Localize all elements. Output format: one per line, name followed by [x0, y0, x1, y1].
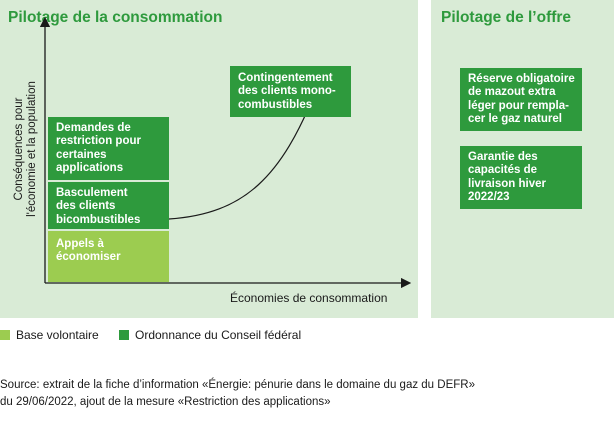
box-appels: Appels à économiser	[48, 231, 169, 282]
offre-title: Pilotage de l’offre	[441, 9, 572, 26]
consommation-title: Pilotage de la consommation	[8, 9, 223, 26]
source-note: Source: extrait de la fiche d’informatio…	[0, 379, 475, 408]
y-axis-label: Conséquences pour l'économie et la popul…	[13, 81, 38, 217]
x-axis-label: Économies de consommation	[230, 291, 388, 305]
legend-volontaire: Base volontaire	[0, 328, 99, 342]
box-reserve: Réserve obligatoire de mazout extra lége…	[460, 68, 582, 131]
diagram-axes	[39, 16, 412, 289]
legend-swatch-volontaire	[0, 330, 10, 340]
box-restriction: Demandes de restriction pour certaines a…	[48, 117, 169, 180]
box-contingentement: Contingentement des clients mono- combus…	[230, 66, 351, 117]
box-basculement: Basculement des clients bicombustibles	[48, 182, 169, 229]
growth-curve	[168, 89, 317, 220]
legend-ordonnance: Ordonnance du Conseil fédéral	[119, 328, 301, 342]
legend-swatch-ordonnance	[119, 330, 129, 340]
box-garantie: Garantie des capacités de livraison hive…	[460, 146, 582, 209]
